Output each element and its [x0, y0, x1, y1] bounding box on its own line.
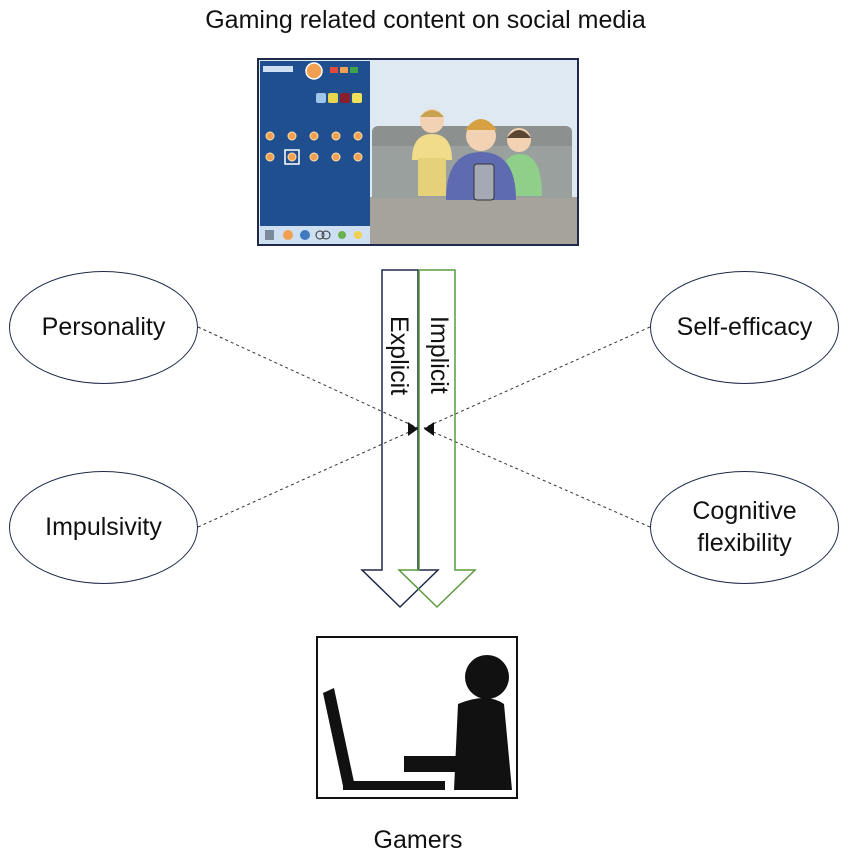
personality-connector: [197, 326, 419, 429]
cognitive-flexibility-connector: [423, 427, 651, 528]
connector-lines: [197, 326, 651, 528]
implicit-label: Implicit: [425, 316, 453, 394]
node-cognitive-flexibility: Cognitive flexibility: [650, 471, 839, 584]
left-arrowhead-icon: [408, 422, 418, 436]
social-media-screenshot-illustration: [257, 58, 579, 246]
right-arrowhead-icon: [424, 422, 434, 436]
impulsivity-label: Impulsivity: [45, 512, 162, 541]
node-impulsivity: Impulsivity: [9, 471, 198, 584]
node-personality: Personality: [9, 271, 198, 384]
node-self-efficacy: Self-efficacy: [650, 271, 839, 384]
diagram-title: Gaming related content on social media: [205, 6, 646, 34]
cognitive-flexibility-label-line2: flexibility: [697, 528, 792, 557]
self-efficacy-connector: [423, 326, 651, 429]
cognitive-flexibility-label-line1: Cognitive: [692, 497, 797, 526]
explicit-label: Explicit: [385, 316, 413, 396]
gamers-label: Gamers: [373, 826, 463, 854]
impulsivity-connector: [197, 427, 419, 528]
implicit-arrow: [397, 269, 477, 609]
gamer-at-computer-icon: [316, 636, 518, 799]
self-efficacy-label: Self-efficacy: [676, 312, 813, 341]
personality-label: Personality: [41, 312, 166, 341]
